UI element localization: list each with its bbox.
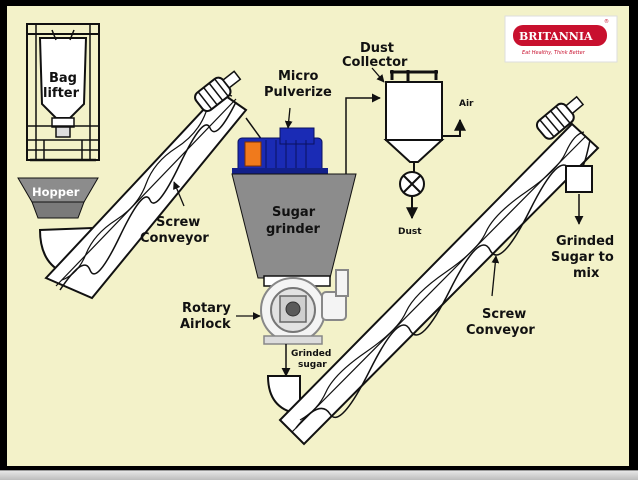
grinded-sugar-to-mix-label: Grinded Sugar to mix: [551, 234, 619, 281]
britannia-logo: BRITANNIA Eat Healthy, Think Better ®: [504, 15, 618, 63]
hopper: [17, 177, 99, 219]
screw-conveyor-left: [38, 70, 248, 300]
grinded-sugar-label: Grinded sugar: [291, 349, 334, 370]
dust-collector-label: Dust Collector: [342, 41, 408, 70]
hopper-label: Hopper: [32, 185, 80, 199]
screw-conveyor-left-label: Screw Conveyor: [140, 215, 209, 246]
bottom-scrollbar[interactable]: [0, 470, 638, 480]
logo-reg-mark: ®: [604, 18, 609, 25]
logo-tagline: Eat Healthy, Think Better: [522, 50, 586, 56]
rotary-airlock: [260, 269, 349, 345]
screw-conveyor-right: [266, 95, 600, 446]
dust-label: Dust: [398, 227, 422, 237]
micro-pulverize-label: Micro Pulverize: [264, 69, 332, 100]
bag-lifter: [26, 23, 100, 162]
rotary-airlock-label: Rotary Airlock: [180, 301, 235, 332]
dust-collector: [383, 70, 466, 220]
micro-pulverizer-motor: [232, 127, 328, 174]
bag-lifter-label: Bag lifter: [43, 71, 82, 101]
logo-name: BRITANNIA: [519, 30, 593, 43]
air-label: Air: [459, 99, 474, 109]
screw-conveyor-right-label: Screw Conveyor: [466, 307, 535, 338]
sugar-grinder-label: Sugar grinder: [266, 205, 321, 237]
